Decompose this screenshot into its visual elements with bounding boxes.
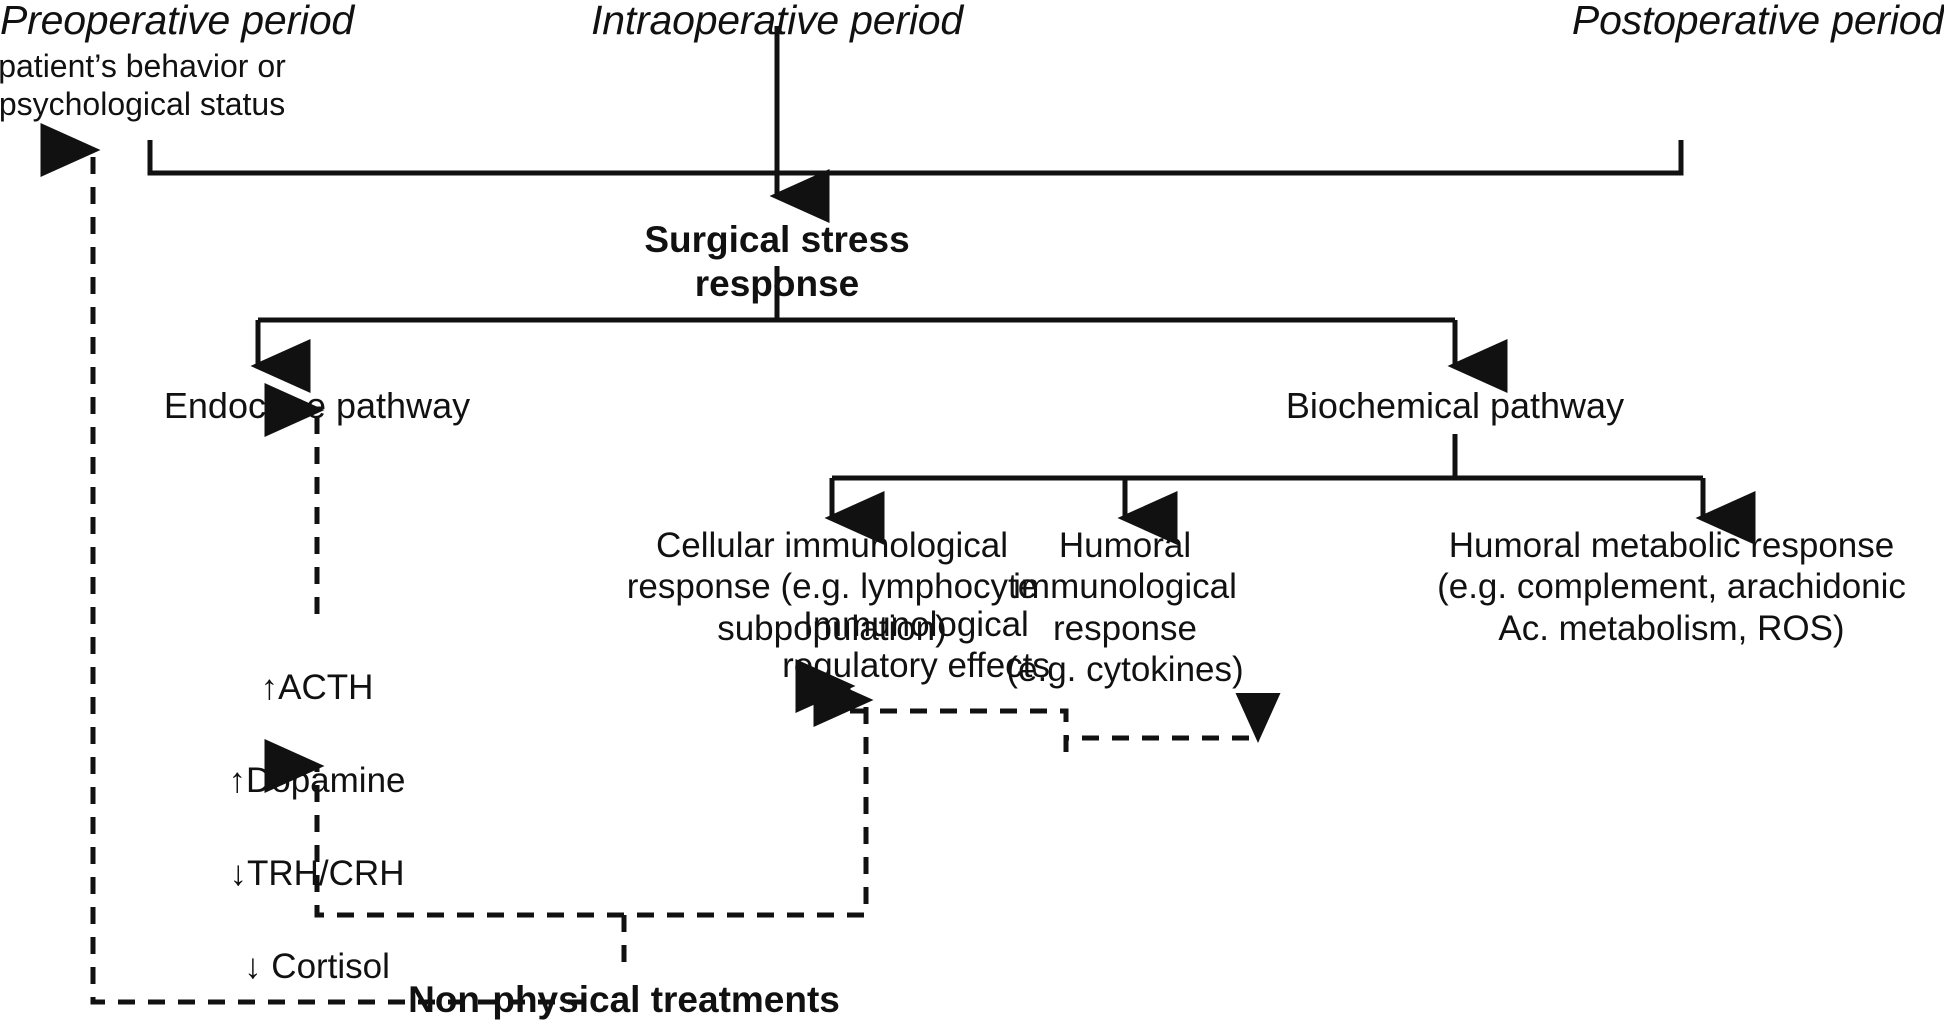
edge-treatments-to-patient-status (40, 123, 585, 1005)
edge-regulatory-to-cellular (795, 659, 1069, 752)
node-non-physical-treatments: Non-physical treatments (408, 979, 840, 1020)
node-patient-status: patient’s behavior or psychological stat… (0, 48, 286, 122)
node-humoral-immunological-response: Humoral immunological response (e.g. cyt… (1006, 526, 1244, 689)
hormone-change-list: ↑ACTH ↑Dopamine ↓TRH/CRH ↓ Cortisol ↑End… (137, 618, 497, 1031)
node-biochemical-pathway: Biochemical pathway (1285, 385, 1625, 426)
node-endocrine-pathway: Endocrine pathway (163, 385, 471, 426)
period-header-intraoperative: Intraoperative period (591, 0, 963, 43)
edge-periods-bracket (147, 140, 1684, 176)
node-humoral-metabolic-response: Humoral metabolic response (e.g. complem… (1437, 526, 1906, 648)
edge-treatments-to-regulatory (621, 673, 874, 962)
hormone-item: ↑Dopamine (228, 760, 406, 800)
node-surgical-stress-response: Surgical stress response (644, 219, 910, 304)
node-cellular-immunological-response: Cellular immunological response (e.g. ly… (626, 526, 1038, 648)
edge-regulatory-to-humoral (1063, 693, 1281, 752)
hormone-item: ↑ACTH (260, 667, 374, 707)
hormone-item: ↓TRH/CRH (229, 853, 405, 893)
hormone-item: ↓ Cortisol (244, 946, 390, 986)
period-header-postoperative: Postoperative period (1571, 0, 1944, 43)
edge-treatments-to-hormones (264, 739, 624, 918)
period-header-preoperative: Preoperative period (0, 0, 355, 43)
node-immunological-regulatory-effects: Immunological regulatory effects (782, 605, 1050, 686)
